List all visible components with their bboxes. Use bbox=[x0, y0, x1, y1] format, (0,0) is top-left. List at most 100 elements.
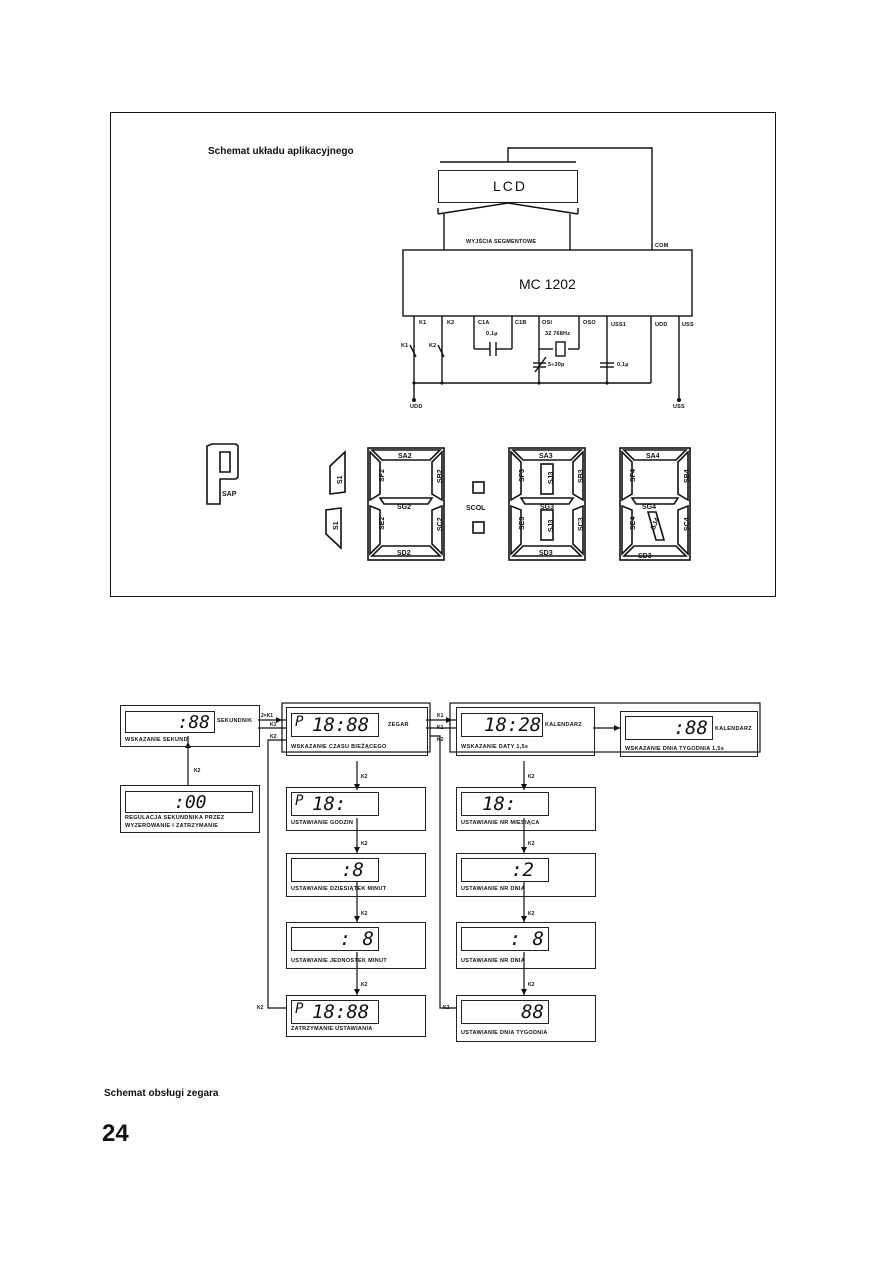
key-k2-b: K2 bbox=[437, 737, 444, 743]
set-tens-label: USTAWIANIE DZIESIĄTEK MINUT bbox=[291, 886, 387, 892]
box-set-month: 18: USTAWIANIE NR MIESIĄCA bbox=[456, 787, 596, 831]
pin-uss1: USS1 bbox=[611, 322, 627, 328]
trimmer-value: 5÷30p bbox=[548, 362, 565, 368]
set-units-label: USTAWIANIE JEDNOSTEK MINUT bbox=[291, 958, 388, 964]
pin-osi: OSI bbox=[542, 320, 553, 326]
date-tag: KALENDARZ bbox=[545, 722, 582, 728]
pin-udd: UDD bbox=[655, 322, 668, 328]
sd2: SD2 bbox=[397, 550, 411, 557]
digit4 bbox=[619, 447, 691, 561]
crystal-value: 32 768Hz bbox=[545, 331, 571, 337]
box-stop: P 18:88 ZATRZYMANIE USTAWIANIA bbox=[286, 995, 426, 1037]
clock-tag: ZEGAR bbox=[388, 722, 409, 728]
key-k2-sec: K2 bbox=[194, 768, 201, 774]
key-k1-c: K1 bbox=[437, 725, 444, 731]
switch-k2-label: K2 bbox=[429, 343, 437, 349]
sg2: SG2 bbox=[397, 504, 411, 511]
set-day2-display: : 8 bbox=[509, 928, 544, 950]
seconds-reg-label2: WYZEROWANIE I ZATRZYMANIE bbox=[125, 823, 219, 829]
pin-oso: OSO bbox=[583, 320, 596, 326]
vdd-label: UDD bbox=[410, 404, 423, 410]
vss-label: USS bbox=[673, 404, 685, 410]
box-seconds: :88 SEKUNDNIK WSKAZANIE SEKUND bbox=[120, 705, 260, 747]
box-set-day1: :2 USTAWIANIE NR DNIA bbox=[456, 853, 596, 897]
sap-label: SAP bbox=[222, 491, 237, 498]
sg3: SG3 bbox=[540, 504, 554, 511]
box-seconds-reg: :00 REGULACJA SEKUNDNIKA PRZEZ WYZEROWAN… bbox=[120, 785, 260, 833]
key-k2-d3: K2 bbox=[528, 911, 535, 917]
s1-upper bbox=[329, 450, 346, 495]
seconds-display: :88 bbox=[177, 712, 210, 733]
clock-p: P bbox=[295, 714, 304, 730]
set-month-label: USTAWIANIE NR MIESIĄCA bbox=[461, 820, 540, 826]
lcd-label: LCD bbox=[493, 178, 528, 194]
stop-p: P bbox=[295, 1001, 304, 1017]
schematic-wiring bbox=[402, 147, 693, 402]
box-set-tens: :8 USTAWIANIE DZIESIĄTEK MINUT bbox=[286, 853, 426, 897]
pin-k1: K1 bbox=[419, 320, 427, 326]
sj4: SJ4 bbox=[650, 517, 662, 531]
box-date: 18:28 KALENDARZ WSKAZANIE DATY 1,5s bbox=[456, 707, 595, 756]
stop-label: ZATRZYMANIE USTAWIANIA bbox=[291, 1026, 373, 1032]
sj3a: SJ3 bbox=[548, 471, 555, 484]
set-hours-label: USTAWIANIE GODZIN bbox=[291, 820, 354, 826]
key-k2-c3: K2 bbox=[361, 911, 368, 917]
digit2 bbox=[367, 447, 445, 561]
date-label: WSKAZANIE DATY 1,5s bbox=[461, 744, 529, 750]
sc2: SC2 bbox=[437, 517, 444, 531]
switch-k1-label: K1 bbox=[401, 343, 409, 349]
weekday-tag: KALENDARZ bbox=[715, 726, 752, 732]
set-weekday-display: 88 bbox=[521, 1001, 544, 1023]
schematic-title: Schemat układu aplikacyjnego bbox=[208, 146, 354, 157]
set-day2-label: USTAWIANIE NR DNIA bbox=[461, 958, 525, 964]
weekday-label: WSKAZANIE DNIA TYGODNIA 1,5s bbox=[625, 746, 725, 752]
key-k2-c1: K2 bbox=[361, 774, 368, 780]
key-k2-ret-right: K2 bbox=[443, 1005, 450, 1011]
date-display: 18:28 bbox=[484, 714, 542, 736]
stop-display: 18:88 bbox=[312, 1001, 370, 1023]
se3: SE3 bbox=[519, 517, 526, 530]
set-tens-display: :8 bbox=[341, 859, 364, 881]
sc4: SC4 bbox=[684, 517, 691, 531]
pin-c1a: C1A bbox=[478, 320, 490, 326]
pin-c1b: C1B bbox=[515, 320, 527, 326]
seconds-label: WSKAZANIE SEKUND bbox=[125, 737, 188, 743]
scol-label: SCOL bbox=[466, 505, 486, 512]
s1-lower bbox=[325, 507, 342, 550]
com-label: COM bbox=[655, 243, 669, 249]
s1-label-top: S1 bbox=[337, 475, 344, 484]
sb4: SB4 bbox=[684, 469, 691, 483]
key-k2-d1: K2 bbox=[528, 774, 535, 780]
sd3: SD3 bbox=[539, 550, 553, 557]
sc3: SC3 bbox=[578, 517, 585, 531]
flow-title: Schemat obsługi zegara bbox=[104, 1088, 219, 1099]
seconds-reg-label1: REGULACJA SEKUNDNIKA PRZEZ bbox=[125, 815, 225, 821]
sa2: SA2 bbox=[398, 453, 412, 460]
sa3: SA3 bbox=[539, 453, 553, 460]
weekday-display: :88 bbox=[673, 717, 708, 739]
key-k2-ret-left: K2 bbox=[257, 1005, 264, 1011]
set-hours-p: P bbox=[295, 793, 304, 809]
key-k2-d4: K2 bbox=[528, 982, 535, 988]
c1a-value: 0,1µ bbox=[486, 331, 498, 337]
sj3b: SJ3 bbox=[548, 519, 555, 532]
set-day1-display: :2 bbox=[511, 859, 534, 881]
set-hours-display: 18: bbox=[312, 793, 347, 815]
set-month-display: 18: bbox=[482, 793, 517, 815]
sg4: SG4 bbox=[642, 504, 656, 511]
seconds-reg-display: :00 bbox=[174, 792, 207, 813]
schematic-frame bbox=[110, 112, 776, 597]
pin-k2: K2 bbox=[447, 320, 455, 326]
box-set-weekday: 88 USTAWIANIE DNIA TYGODNIA bbox=[456, 995, 596, 1042]
key-k2-c4: K2 bbox=[361, 982, 368, 988]
key-k1-b: K1 bbox=[437, 713, 444, 719]
page-number: 24 bbox=[102, 1120, 129, 1147]
sd4: SD3 bbox=[638, 553, 652, 560]
box-set-units: : 8 USTAWIANIE JEDNOSTEK MINUT bbox=[286, 922, 426, 969]
se2: SE2 bbox=[379, 517, 386, 530]
key-k2-c2: K2 bbox=[361, 841, 368, 847]
clock-label: WSKAZANIE CZASU BIEŻĄCEGO bbox=[291, 744, 387, 750]
key-2xk1: 2×K1 bbox=[261, 713, 274, 719]
sf4: SF4 bbox=[630, 469, 637, 482]
sb2: SB2 bbox=[437, 469, 444, 483]
